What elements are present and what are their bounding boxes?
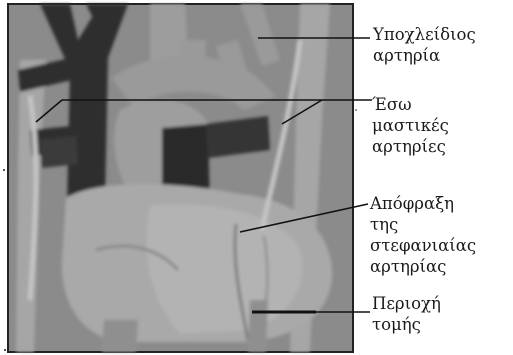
label-internal-mammary-arteries: Έσω μαστικές αρτηρίες <box>372 94 449 157</box>
label-coronary-occlusion: Απόφραξη της στεφανιαίας αρτηρίας <box>370 193 476 277</box>
label-section-area: Περιοχή τομής <box>372 293 441 335</box>
label-subclavian-artery: Υποχλείδιος αρτηρία <box>373 24 476 66</box>
